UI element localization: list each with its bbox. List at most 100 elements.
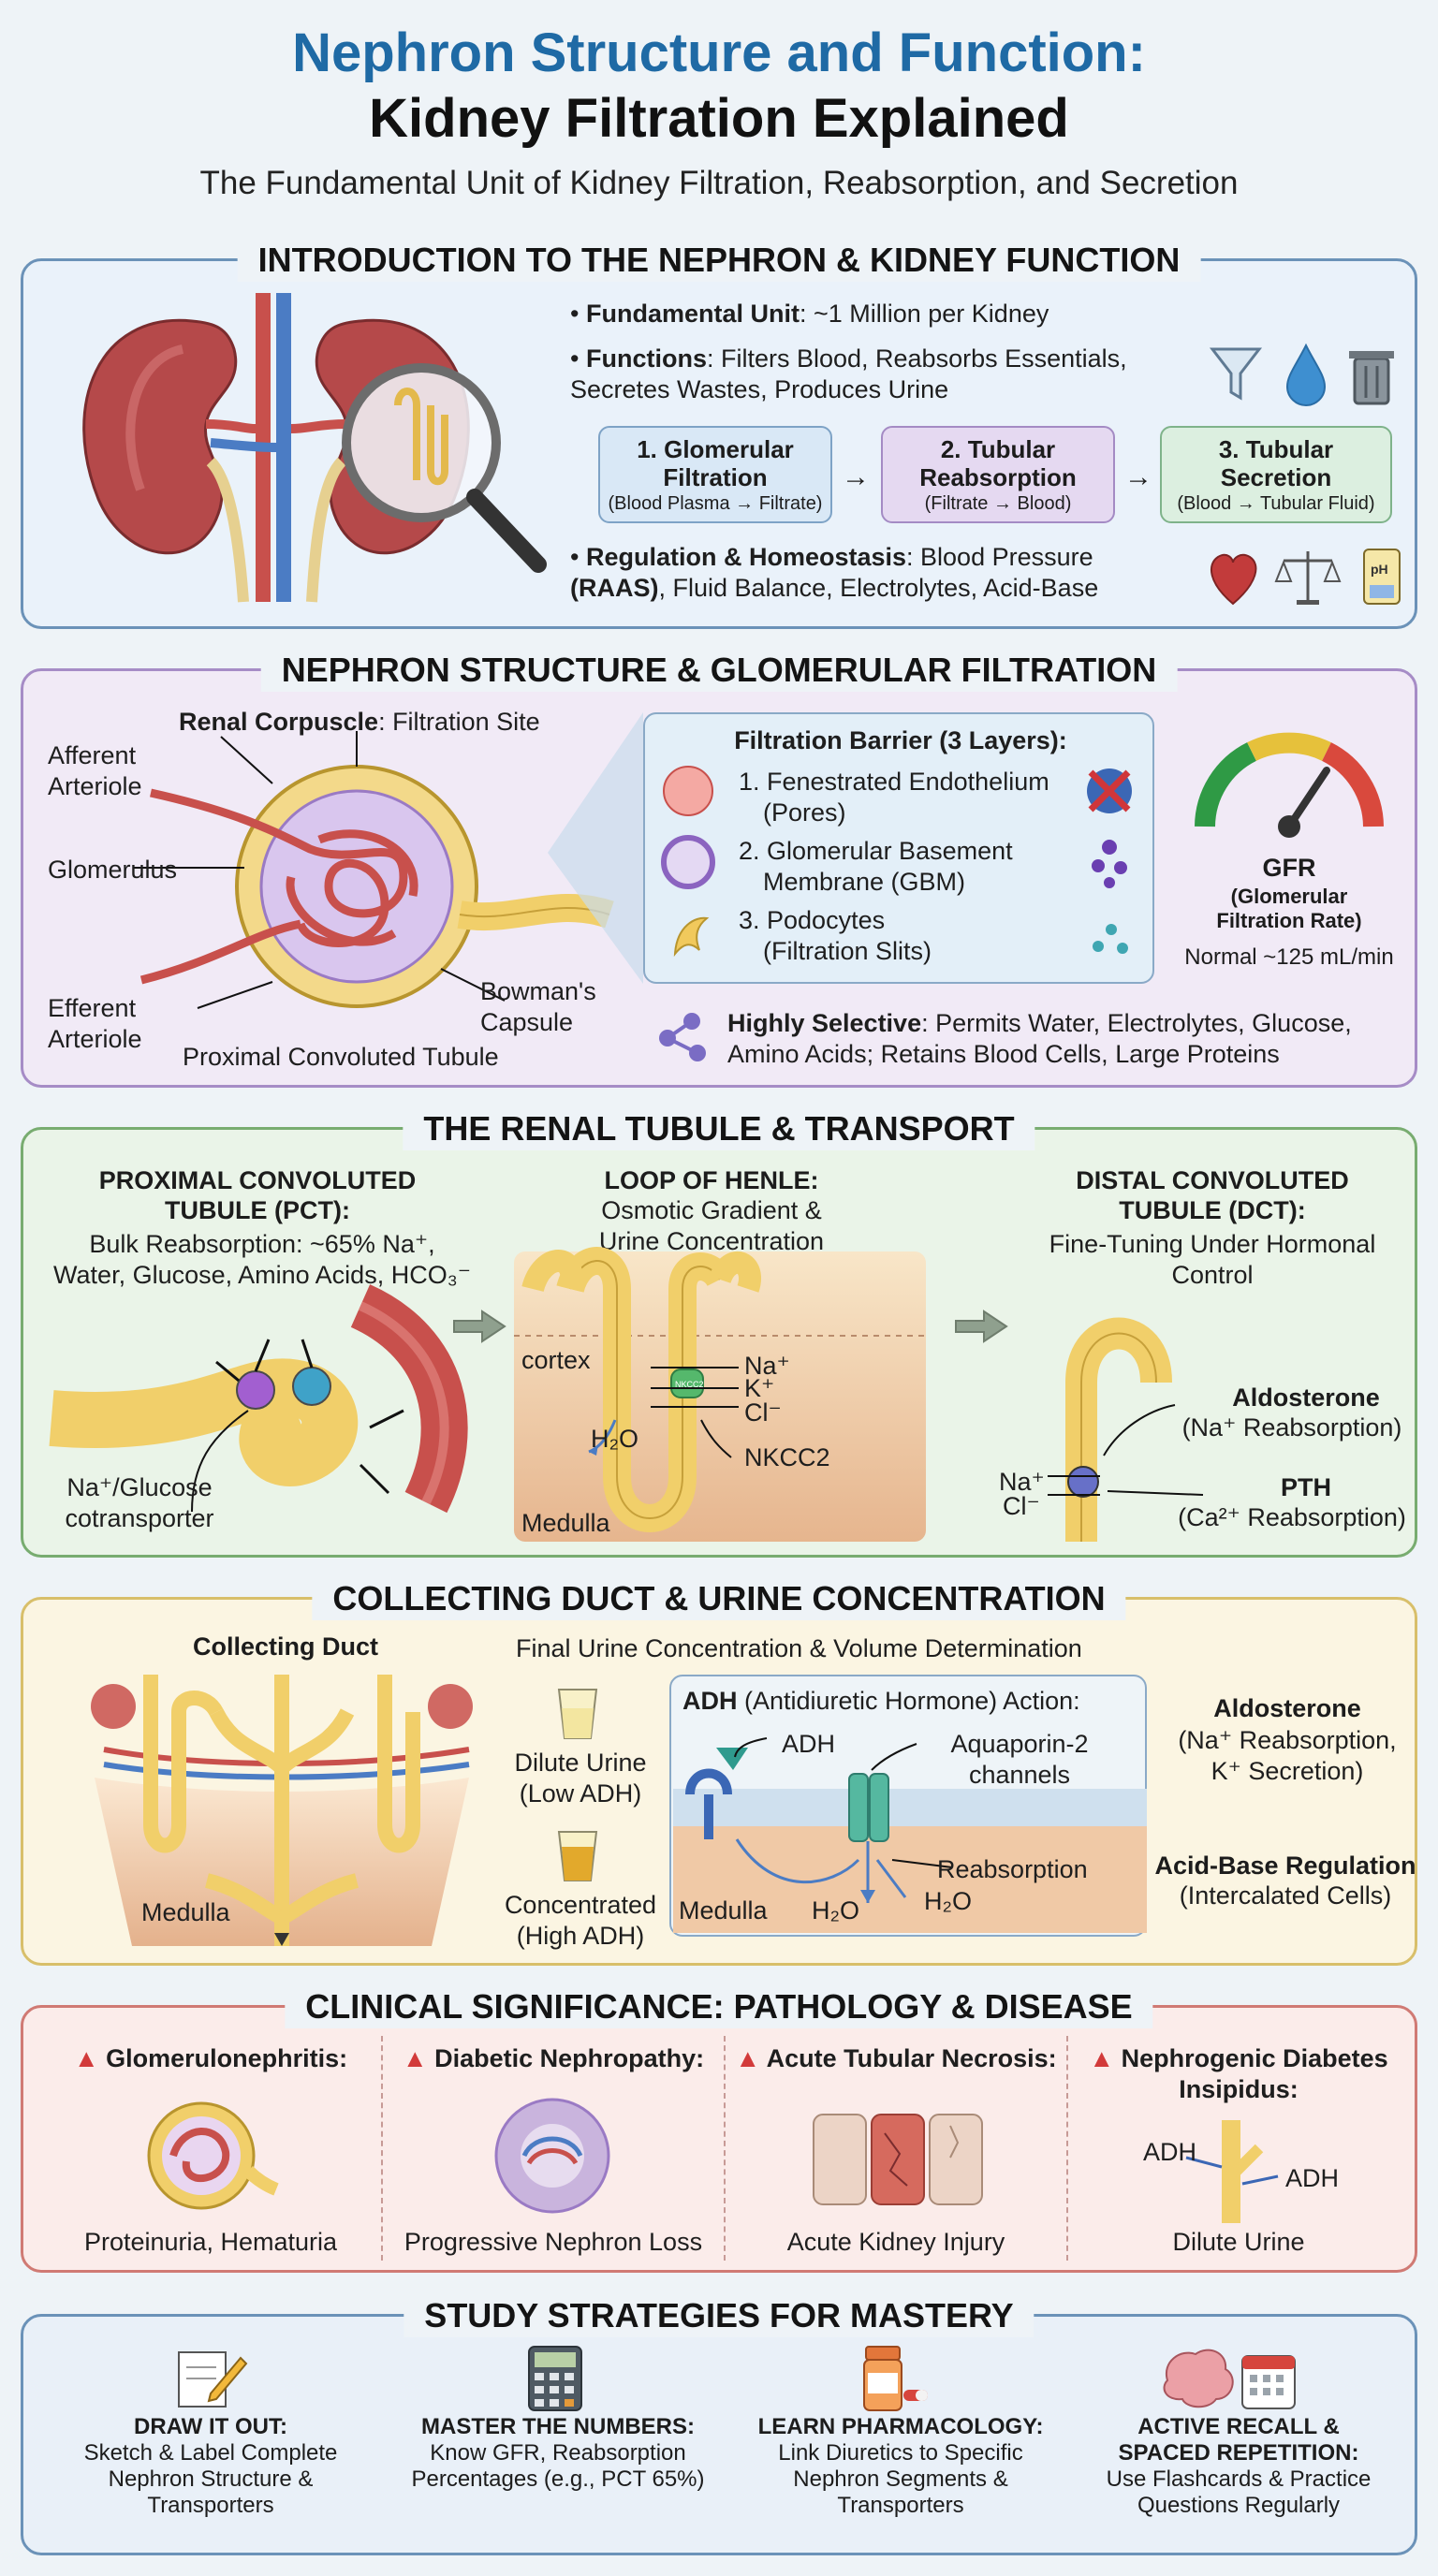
zoom-wedge — [548, 712, 643, 984]
collecting-panel: COLLECTING DUCT & URINE CONCENTRATION Co… — [21, 1577, 1417, 1966]
acid-base-label: Acid-Base Regulation — [1154, 1852, 1416, 1880]
scales-icon — [1274, 551, 1342, 605]
concentrated-urine-cup-icon — [557, 1831, 598, 1881]
duct-label: Collecting Duct — [192, 1632, 378, 1661]
step-tubular-reabsorption: 2. Tubular Reabsorption (Filtrate → Bloo… — [881, 426, 1115, 523]
study-item-numbers: MASTER THE NUMBERS: Know GFR, Reabsorpti… — [411, 2414, 705, 2492]
dct-transporter-icon — [1067, 1466, 1099, 1498]
gfr-sub: (Glomerular Filtration Rate) — [1216, 885, 1362, 932]
dct-aldo-sub: (Na⁺ Reabsorption) — [1181, 1413, 1402, 1442]
symporter-icon — [236, 1370, 275, 1410]
tubule-panel: THE RENAL TUBULE & TRANSPORT PROXIMAL CO… — [21, 1107, 1417, 1558]
clinical-title: CLINICAL SIGNIFICANCE: PATHOLOGY & DISEA… — [285, 1985, 1153, 2028]
layer-2: 2. Glomerular Basement Membrane (GBM) — [739, 837, 1013, 896]
collecting-duct-illustration — [91, 1675, 473, 1946]
adh-action-title: ADH (Antidiuretic Hormone) Action: — [682, 1687, 1080, 1715]
warning-icon: ▲ — [73, 2044, 99, 2072]
endothelium-icon — [663, 766, 713, 816]
bowman-label: Bowman's Capsule — [480, 977, 596, 1036]
h2o-label-a: H₂O — [812, 1896, 859, 1925]
inset-medulla-label: Medulla — [679, 1896, 768, 1925]
ndi-duct-illustration — [1185, 2120, 1279, 2223]
renal-corpuscle-illustration — [134, 731, 614, 1009]
collecting-aldo-sub: (Na⁺ Reabsorption,K⁺ Secretion) — [1178, 1726, 1397, 1785]
study-title: STUDY STRATEGIES FOR MASTERY — [404, 2294, 1034, 2337]
flow-arrow-2-icon: → — [1124, 461, 1152, 492]
layer-3: 3. Podocytes (Filtration Slits) — [739, 906, 932, 965]
glomerulus-label: Glomerulus — [48, 856, 178, 884]
gfr-gauge-icon — [1195, 732, 1384, 838]
study-panel: STUDY STRATEGIES FOR MASTERY DRAW IT OUT… — [21, 2294, 1417, 2555]
intro-functions-line: • Functions: Filters Blood, Reabsorbs Es… — [570, 344, 1127, 403]
afferent-label: Afferent Arteriole — [48, 741, 142, 800]
glomerulonephritis-effect: Proteinuria, Hematuria — [83, 2228, 338, 2256]
gfr-normal: Normal ~125 mL/min — [1184, 944, 1394, 970]
heart-icon — [1211, 553, 1257, 606]
acid-base-sub: (Intercalated Cells) — [1179, 1881, 1392, 1910]
collecting-aldo-label: Aldosterone — [1213, 1694, 1361, 1722]
kidneys-illustration — [82, 293, 547, 603]
atn-effect: Acute Kidney Injury — [786, 2228, 1005, 2256]
intro-title: INTRODUCTION TO THE NEPHRON & KIDNEY FUN… — [237, 239, 1201, 282]
header: Nephron Structure and Function: Kidney F… — [0, 21, 1438, 204]
clinical-item-diabetic-nephropathy: ▲ Diabetic Nephropathy: — [402, 2044, 705, 2072]
final-concentration-label: Final Urine Concentration & Volume Deter… — [516, 1634, 1082, 1662]
reabsorption-label: Reabsorption — [937, 1855, 1088, 1883]
regulation-icons: pH — [1211, 549, 1401, 606]
study-item-recall: ACTIVE RECALL & SPACED REPETITION: Use F… — [1106, 2414, 1372, 2518]
diabetic-nephropathy-illustration — [494, 2098, 610, 2214]
dct-illustration — [1048, 1317, 1204, 1542]
pencil-paper-icon — [178, 2351, 248, 2408]
loh-nkcc2-label: NKCC2 — [744, 1443, 830, 1471]
clinical-panel: CLINICAL SIGNIFICANCE: PATHOLOGY & DISEA… — [21, 1985, 1417, 2273]
barrier-title: Filtration Barrier (3 Layers): — [734, 726, 1067, 754]
function-icons — [1209, 343, 1394, 407]
brain-icon — [1163, 2349, 1234, 2408]
ndi-effect: Dilute Urine — [1172, 2228, 1305, 2256]
structure-panel: NEPHRON STRUCTURE & GLOMERULAR FILTRATIO… — [21, 649, 1417, 1088]
brain-calendar-icon — [1163, 2349, 1296, 2409]
step-tubular-secretion: 3. Tubular Secretion (Blood → Tubular Fl… — [1160, 426, 1392, 523]
calendar-icon — [1241, 2355, 1296, 2409]
clinical-item-ndi: ▲ Nephrogenic Diabetes Insipidus: — [1089, 2044, 1388, 2103]
ndi-adh-label-2: ADH — [1285, 2164, 1340, 2192]
svg-text:pH: pH — [1371, 562, 1388, 577]
study-item-draw: DRAW IT OUT: Sketch & Label Complete Nep… — [83, 2414, 338, 2518]
molecules-icon — [659, 1013, 706, 1061]
selectivity-icons — [1087, 768, 1132, 954]
divider-3 — [1066, 2036, 1068, 2261]
selective-text: Highly Selective: Permits Water, Electro… — [727, 1009, 1352, 1068]
adh-mechanism-illustration — [673, 1737, 1147, 1933]
layer-1: 1. Fenestrated Endothelium (Pores) — [739, 768, 1049, 827]
pct-illustration — [49, 1284, 468, 1514]
clinical-item-glomerulonephritis: ▲ Glomerulonephritis: — [73, 2044, 348, 2072]
dilute-urine-label: Dilute Urine(Low ADH) — [514, 1749, 647, 1808]
ndi-adh-label-1: ADH — [1143, 2138, 1197, 2166]
dct-aldo-label: Aldosterone — [1232, 1383, 1380, 1412]
divider-1 — [381, 2036, 383, 2261]
filtration-barrier-box: Filtration Barrier (3 Layers): 1. Fenest… — [643, 712, 1154, 984]
dilute-urine-cup-icon — [557, 1689, 598, 1739]
pump-icon — [292, 1367, 331, 1406]
trash-icon — [1349, 351, 1394, 405]
gfr-title: GFR — [1262, 854, 1316, 882]
loh-na-label: Na⁺ — [744, 1352, 790, 1380]
magnifier-icon — [342, 363, 501, 522]
loh-cortex-label: cortex — [521, 1346, 591, 1374]
arrow-right-icon-2 — [955, 1310, 1008, 1343]
arrow-right-icon-1 — [453, 1310, 506, 1343]
loh-medulla-label: Medulla — [521, 1509, 610, 1537]
intro-regulation-line: • Regulation & Homeostasis: Blood Pressu… — [570, 543, 1099, 602]
funnel-icon — [1209, 347, 1263, 401]
pct-text: Bulk Reabsorption: ~65% Na⁺,Water, Gluco… — [53, 1230, 471, 1289]
warning-icon: ▲ — [402, 2044, 428, 2072]
intro-panel: INTRODUCTION TO THE NEPHRON & KIDNEY FUN… — [21, 239, 1417, 629]
title-line-1: Nephron Structure and Function: — [292, 22, 1146, 83]
collecting-title: COLLECTING DUCT & URINE CONCENTRATION — [312, 1577, 1126, 1620]
nkcc2-badge — [670, 1368, 704, 1398]
efferent-label: Efferent Arteriole — [48, 994, 142, 1053]
